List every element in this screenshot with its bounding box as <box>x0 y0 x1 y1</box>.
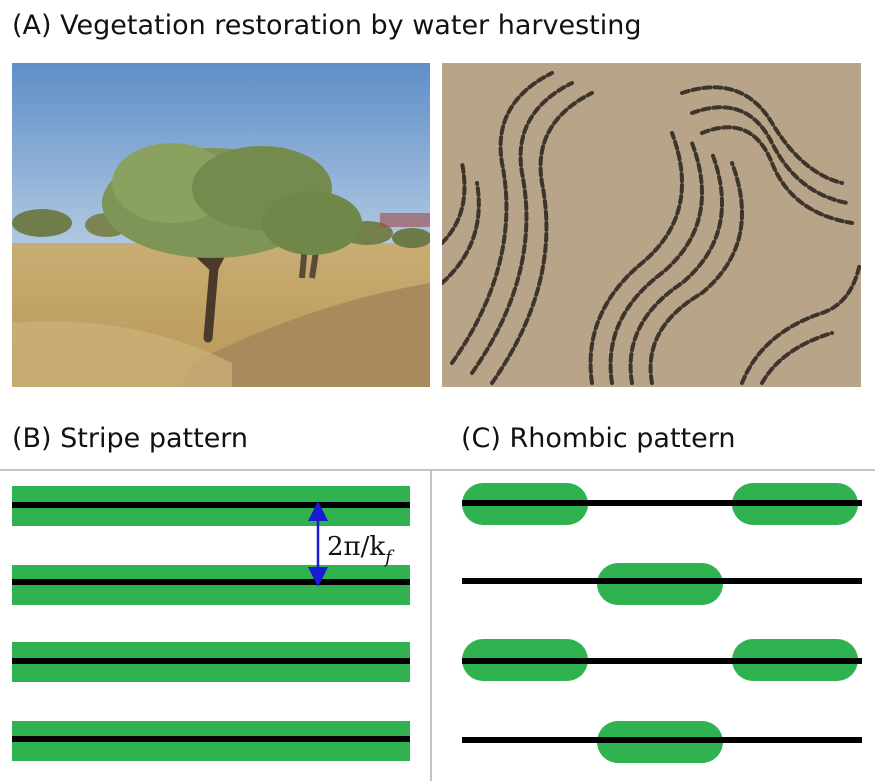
wavelength-label-subscript: f <box>383 547 395 568</box>
wavelength-label: 2π/kf <box>327 532 395 568</box>
panel-b-title: (B) Stripe pattern <box>12 423 249 454</box>
tree-landscape-photo <box>12 63 430 387</box>
aerial-terraces-photo <box>442 63 861 387</box>
stripe-pattern <box>12 486 410 761</box>
panel-c-title: (C) Rhombic pattern <box>461 423 736 454</box>
pattern-schematics: 2π/kf <box>0 469 875 781</box>
wavelength-label-main: 2π/k <box>327 532 385 562</box>
panel-a-title: (A) Vegetation restoration by water harv… <box>12 10 642 41</box>
rhombic-pattern <box>462 483 862 763</box>
